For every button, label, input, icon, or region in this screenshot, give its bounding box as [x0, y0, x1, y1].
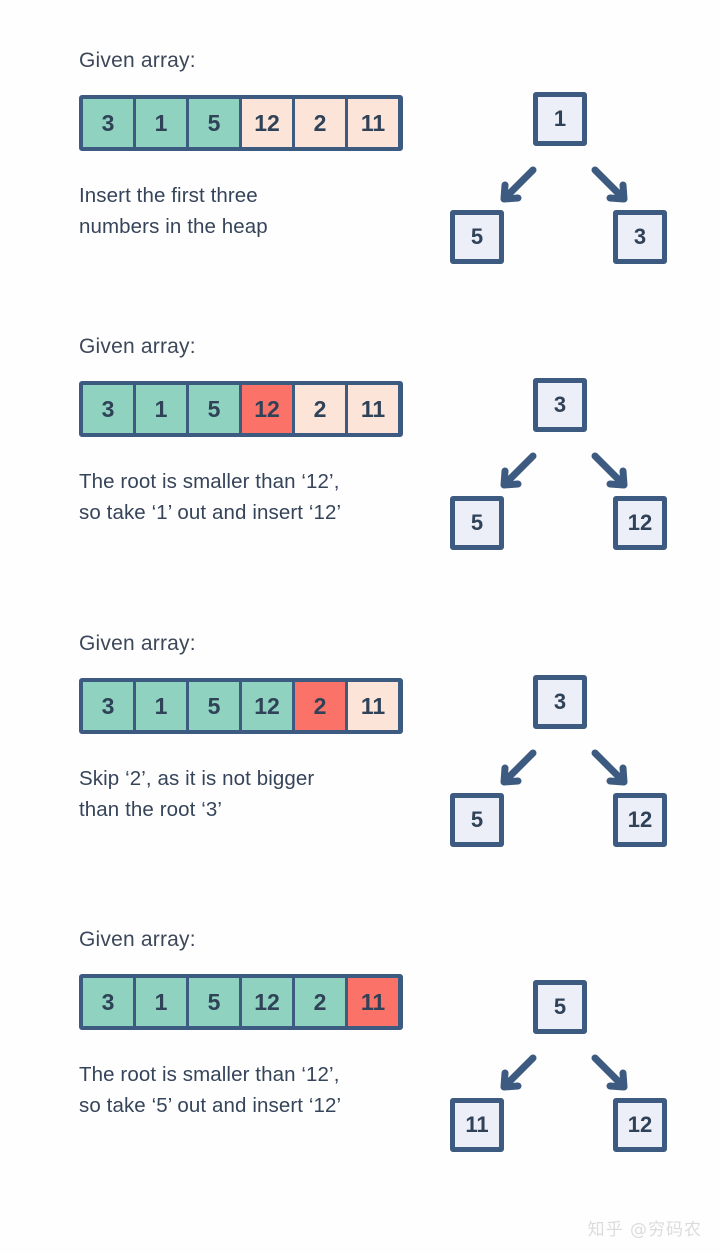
- array-cell: 1: [136, 99, 189, 147]
- array-cell: 1: [136, 682, 189, 730]
- step-4-given-label: Given array:: [79, 928, 196, 951]
- array-cell: 2: [295, 978, 348, 1026]
- step-4-description: The root is smaller than ‘12’, so take ‘…: [79, 1063, 342, 1118]
- step-1-left-column: Given array: 3 1 5 12 2 11 Insert the fi…: [79, 50, 459, 242]
- heap-node-root: 5: [533, 980, 587, 1034]
- array-cell: 12: [242, 682, 295, 730]
- heap-node-right-child: 12: [613, 1098, 667, 1152]
- step-2-heap-tree: 3 5 12: [440, 374, 690, 564]
- array-cell: 2: [295, 99, 348, 147]
- step-3-left-column: Given array: 3 1 5 12 2 11 Skip ‘2’, as …: [79, 633, 459, 825]
- array-cell-highlighted: 12: [242, 385, 295, 433]
- array-cell: 2: [295, 385, 348, 433]
- heap-node-right-child: 12: [613, 496, 667, 550]
- step-2-description: The root is smaller than ‘12’, so take ‘…: [79, 470, 342, 525]
- array-cell: 11: [348, 385, 398, 433]
- heap-node-root: 3: [533, 378, 587, 432]
- step-2-left-column: Given array: 3 1 5 12 2 11 The root is s…: [79, 336, 459, 528]
- heap-node-left-child: 5: [450, 496, 504, 550]
- step-3-description: Skip ‘2’, as it is not bigger than the r…: [79, 767, 315, 822]
- step-1-given-label: Given array:: [79, 49, 196, 72]
- step-3-heap-tree: 3 5 12: [440, 671, 690, 861]
- array-cell: 11: [348, 99, 398, 147]
- array-cell: 11: [348, 682, 398, 730]
- array-cell-highlighted: 2: [295, 682, 348, 730]
- step-1-description: Insert the first three numbers in the he…: [79, 184, 268, 239]
- array-cell-highlighted: 11: [348, 978, 398, 1026]
- array-cell: 5: [189, 385, 242, 433]
- watermark: 知乎 @穷码农: [587, 1220, 702, 1240]
- heap-node-root: 1: [533, 92, 587, 146]
- heap-node-left-child: 5: [450, 210, 504, 264]
- array-cell: 5: [189, 978, 242, 1026]
- step-1-array: 3 1 5 12 2 11: [79, 95, 403, 151]
- step-2-array: 3 1 5 12 2 11: [79, 381, 403, 437]
- array-cell: 3: [83, 385, 136, 433]
- array-cell: 1: [136, 385, 189, 433]
- step-4-array: 3 1 5 12 2 11: [79, 974, 403, 1030]
- step-1-heap-tree: 1 5 3: [440, 88, 690, 278]
- array-cell: 3: [83, 978, 136, 1026]
- array-cell: 1: [136, 978, 189, 1026]
- step-4-left-column: Given array: 3 1 5 12 2 11 The root is s…: [79, 929, 459, 1121]
- step-4-heap-tree: 5 11 12: [440, 976, 690, 1166]
- array-cell: 5: [189, 99, 242, 147]
- heap-node-root: 3: [533, 675, 587, 729]
- step-3-given-label: Given array:: [79, 632, 196, 655]
- heap-node-left-child: 5: [450, 793, 504, 847]
- array-cell: 3: [83, 99, 136, 147]
- array-cell: 5: [189, 682, 242, 730]
- heap-node-right-child: 3: [613, 210, 667, 264]
- step-3-array: 3 1 5 12 2 11: [79, 678, 403, 734]
- heap-node-left-child: 11: [450, 1098, 504, 1152]
- heap-node-right-child: 12: [613, 793, 667, 847]
- array-cell: 3: [83, 682, 136, 730]
- step-2-given-label: Given array:: [79, 335, 196, 358]
- array-cell: 12: [242, 99, 295, 147]
- array-cell: 12: [242, 978, 295, 1026]
